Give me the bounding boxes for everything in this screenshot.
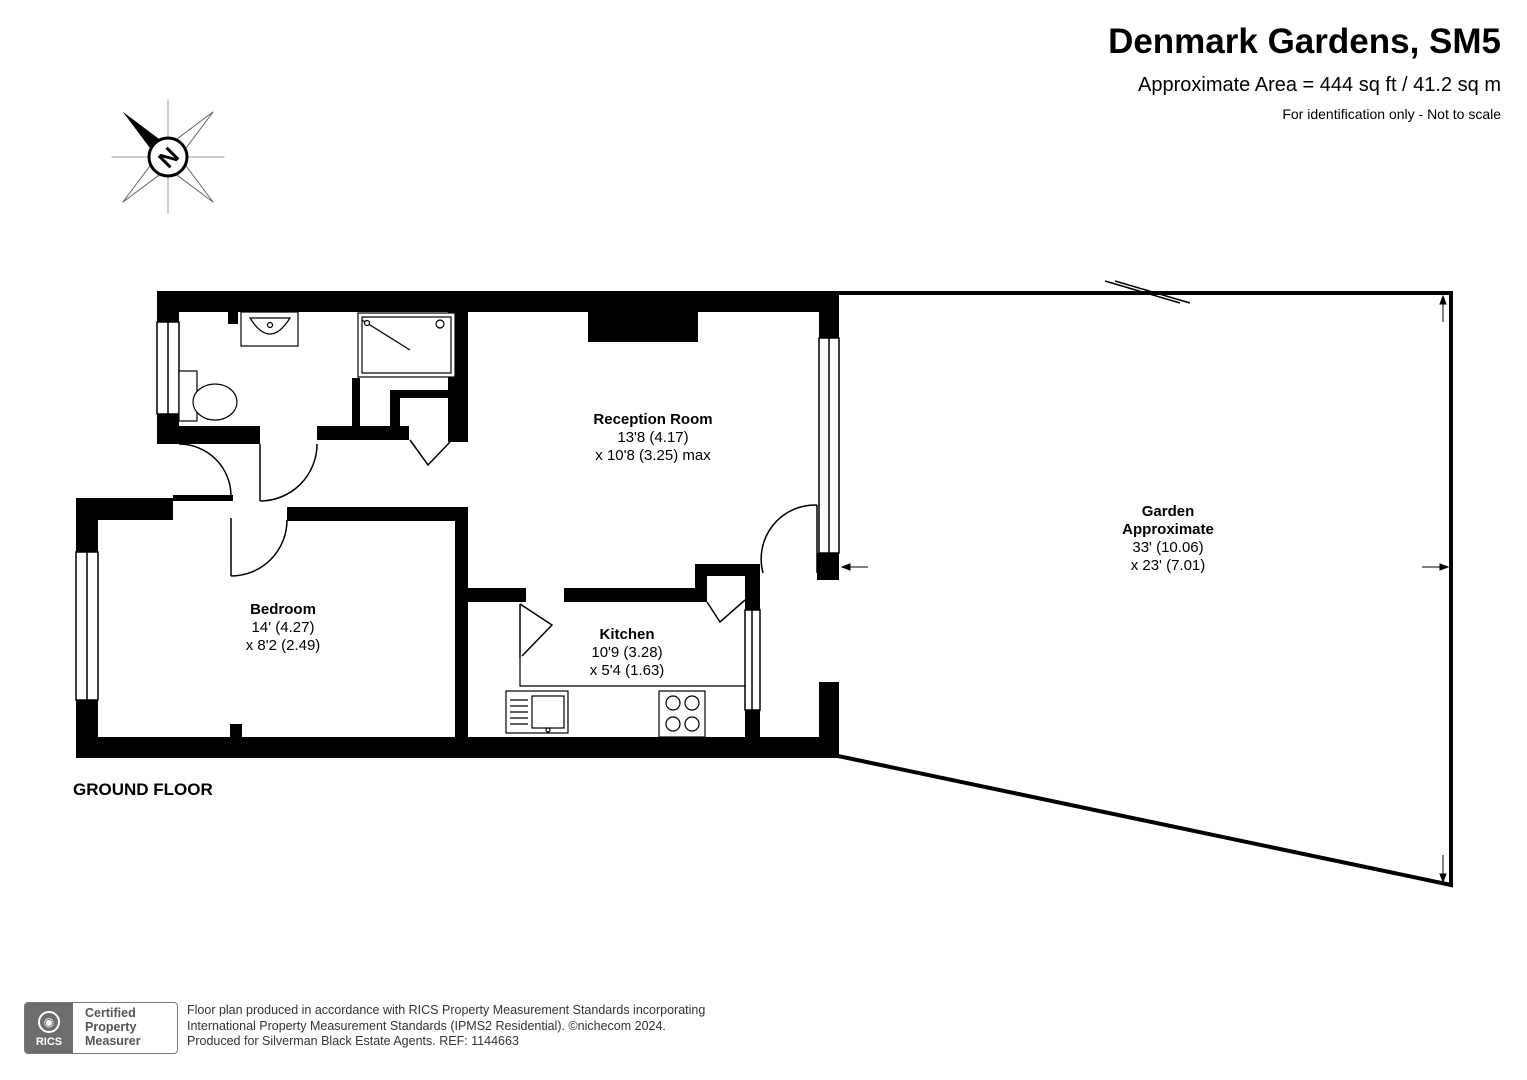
footer-line: International Property Measurement Stand… [187,1018,666,1033]
room-dimension: 13'8 (4.17) [617,429,689,446]
footer-disclaimer: Floor plan produced in accordance with R… [187,1003,705,1050]
garden-dimension-arrows [840,294,1450,884]
compass-icon [111,100,225,214]
badge-line: Certified [85,1006,136,1020]
garden-outline [837,291,1453,888]
footer-line: Floor plan produced in accordance with R… [187,1003,706,1017]
hob-icon [658,690,706,738]
kitchen-counter [519,658,745,687]
approximate-area: Approximate Area = 444 sq ft / 41.2 sq m [1138,74,1501,96]
room-dimension: x 8'2 (2.49) [245,637,321,654]
room-dimension: 14' (4.27) [251,619,315,636]
room-dimension: 33' (10.06) [1132,539,1204,556]
rics-emblem-icon: ◉ [38,1011,60,1033]
page-title: Denmark Gardens, SM5 [1108,22,1501,61]
shower-icon [357,312,456,378]
room-label-garden: Garden Approximate 33' (10.06) x 23' (7.… [1122,503,1214,575]
room-label-kitchen: Kitchen 10'9 (3.28) x 5'4 (1.63) [590,626,665,680]
room-name: Kitchen [599,626,655,643]
room-name: Garden [1141,503,1195,520]
walls [76,291,839,758]
rics-certified-badge: ◉ RICS Certified Property Measurer [24,1002,178,1054]
rics-logo: ◉ RICS [25,1003,73,1053]
door-swings [178,439,818,658]
badge-text: Certified Property Measurer [85,1006,141,1048]
basin-icon [240,311,299,347]
scale-disclaimer: For identification only - Not to scale [1282,106,1501,122]
windows [75,321,840,711]
room-dimension: 10'9 (3.28) [591,644,663,661]
footer-line: Produced for Silverman Black Estate Agen… [187,1034,519,1048]
rics-logo-text: RICS [35,1036,63,1048]
room-label-reception: Reception Room 13'8 (4.17) x 10'8 (3.25)… [593,411,712,465]
room-name-qualifier: Approximate [1122,521,1214,538]
room-dimension: x 5'4 (1.63) [589,662,665,679]
room-dimension: x 23' (7.01) [1130,557,1206,574]
room-dimension: x 10'8 (3.25) max [595,447,711,464]
badge-line: Property [85,1020,137,1034]
sink-icon [505,690,569,734]
room-name: Reception Room [593,411,713,428]
room-label-bedroom: Bedroom 14' (4.27) x 8'2 (2.49) [246,601,321,655]
garden-break-mark [1104,280,1181,304]
floor-label: GROUND FLOOR [73,780,213,799]
badge-line: Measurer [85,1034,141,1048]
toilet-icon [178,370,238,422]
room-name: Bedroom [250,601,316,618]
